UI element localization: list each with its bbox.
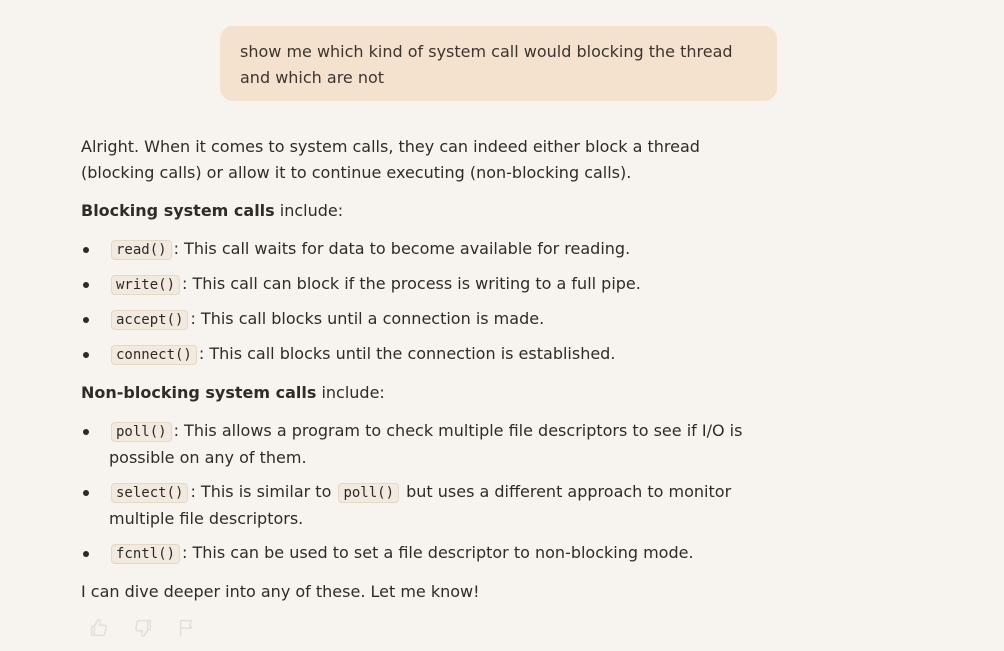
nonblocking-heading: Non-blocking system calls include: <box>81 380 761 406</box>
list-item: write(): This call can block if the proc… <box>81 271 761 298</box>
bullet <box>83 352 89 358</box>
item-text: : This call waits for data to become ava… <box>173 239 631 258</box>
inline-code: poll() <box>111 422 172 442</box>
flag-icon[interactable] <box>176 617 198 639</box>
item-text: : This call can block if the process is … <box>182 274 641 293</box>
nonblocking-heading-rest: include: <box>316 383 385 402</box>
blocking-heading-rest: include: <box>274 201 344 220</box>
blocking-list: read(): This call waits for data to beco… <box>81 236 761 368</box>
list-item: select(): This is similar to poll() but … <box>81 479 761 532</box>
list-item: accept(): This call blocks until a conne… <box>81 306 761 333</box>
blocking-heading: Blocking system calls include: <box>81 198 761 224</box>
item-text: : This call blocks until a connection is… <box>190 309 545 328</box>
bullet <box>83 551 89 557</box>
feedback-actions <box>88 617 198 639</box>
user-message-bubble: show me which kind of system call would … <box>220 26 777 101</box>
inline-code: read() <box>111 240 172 260</box>
item-text-before: : This is similar to <box>190 482 337 501</box>
reply-outro: I can dive deeper into any of these. Let… <box>81 582 480 601</box>
assistant-reply: Alright. When it comes to system calls, … <box>81 134 761 605</box>
reply-intro: Alright. When it comes to system calls, … <box>81 137 700 182</box>
item-text-after: but uses a different approach to monitor… <box>109 482 732 528</box>
inline-code: connect() <box>111 345 197 365</box>
bullet <box>83 282 89 288</box>
inline-code: poll() <box>338 483 400 503</box>
thumbs-down-icon[interactable] <box>132 617 154 639</box>
item-text: : This can be used to set a file descrip… <box>182 543 694 562</box>
list-item: connect(): This call blocks until the co… <box>81 341 761 368</box>
blocking-heading-bold: Blocking system calls <box>81 201 275 220</box>
inline-code: fcntl() <box>111 544 181 564</box>
nonblocking-list: poll(): This allows a program to check m… <box>81 418 761 567</box>
item-text: : This allows a program to check multipl… <box>109 421 743 467</box>
bullet <box>83 247 89 253</box>
bullet <box>83 490 89 496</box>
list-item: read(): This call waits for data to beco… <box>81 236 761 263</box>
nonblocking-heading-bold: Non-blocking system calls <box>81 383 317 402</box>
list-item: poll(): This allows a program to check m… <box>81 418 761 471</box>
inline-code: accept() <box>111 310 189 330</box>
item-text: : This call blocks until the connection … <box>198 344 616 363</box>
inline-code: write() <box>111 275 181 295</box>
thumbs-up-icon[interactable] <box>88 617 110 639</box>
inline-code: select() <box>111 483 189 503</box>
list-item: fcntl(): This can be used to set a file … <box>81 540 761 567</box>
user-message-text: show me which kind of system call would … <box>240 42 733 87</box>
bullet <box>83 317 89 323</box>
bullet <box>83 429 89 435</box>
